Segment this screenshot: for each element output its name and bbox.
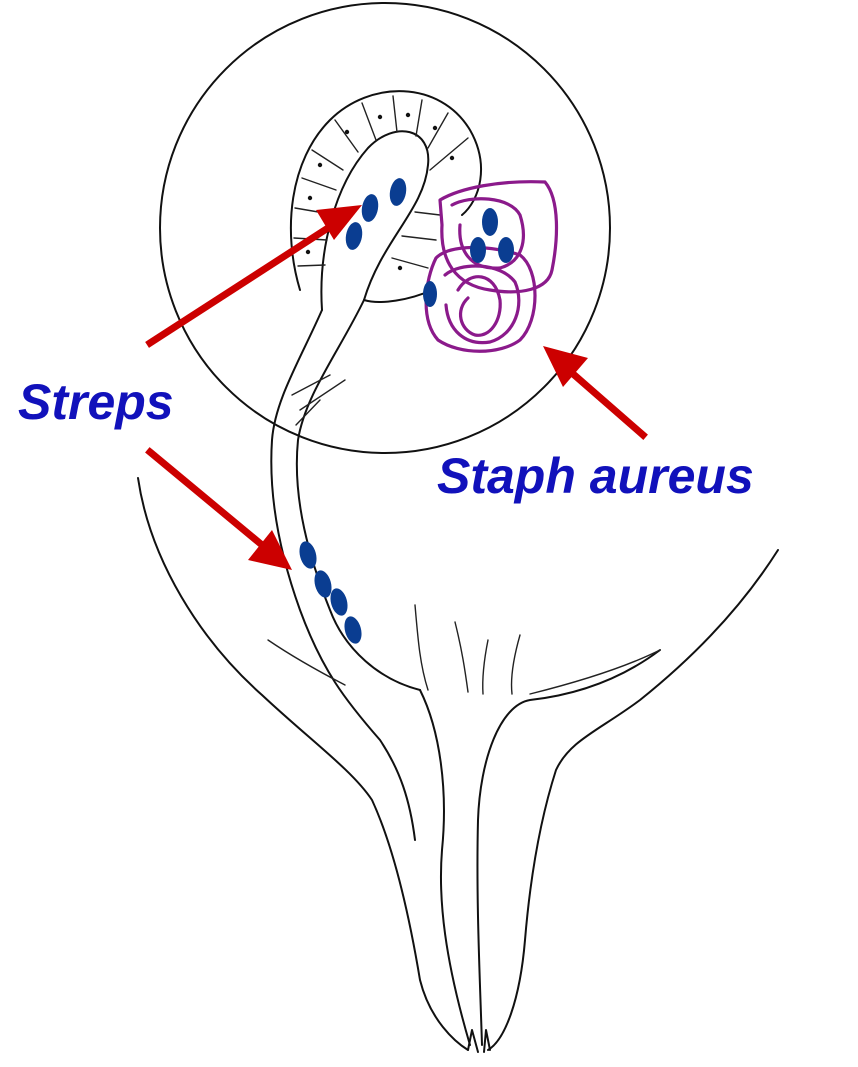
streps-label: Streps: [18, 377, 174, 427]
follicle-inner-right: [477, 650, 660, 1045]
bacterium: [342, 614, 365, 645]
arrow-streps-duct: [150, 452, 262, 545]
hair-shaft-left: [271, 310, 415, 840]
bacterium: [482, 208, 498, 236]
staph-aureus-label: Staph aureus: [437, 451, 754, 501]
bacterium: [360, 193, 381, 223]
magnification-circle: [160, 3, 610, 453]
bacterium: [297, 539, 320, 570]
bacterium: [470, 237, 486, 263]
bacterium: [423, 281, 437, 307]
bacterium: [498, 237, 514, 263]
bacterium: [388, 177, 409, 207]
follicle-inner-left: [420, 690, 470, 1045]
arrow-streps-gland: [150, 228, 328, 343]
gland-lower-arc: [364, 290, 432, 302]
follicle-opening: [468, 1030, 490, 1052]
gland-outer-outline: [291, 91, 481, 290]
bacterium: [344, 221, 365, 251]
skin-surface-right: [488, 550, 778, 1050]
arrow-staph: [572, 373, 643, 435]
fiber-strokes: [268, 605, 660, 694]
staph-cluster: [426, 182, 556, 352]
skin-surface-left: [138, 478, 468, 1050]
cell-nuclei: [306, 113, 454, 270]
